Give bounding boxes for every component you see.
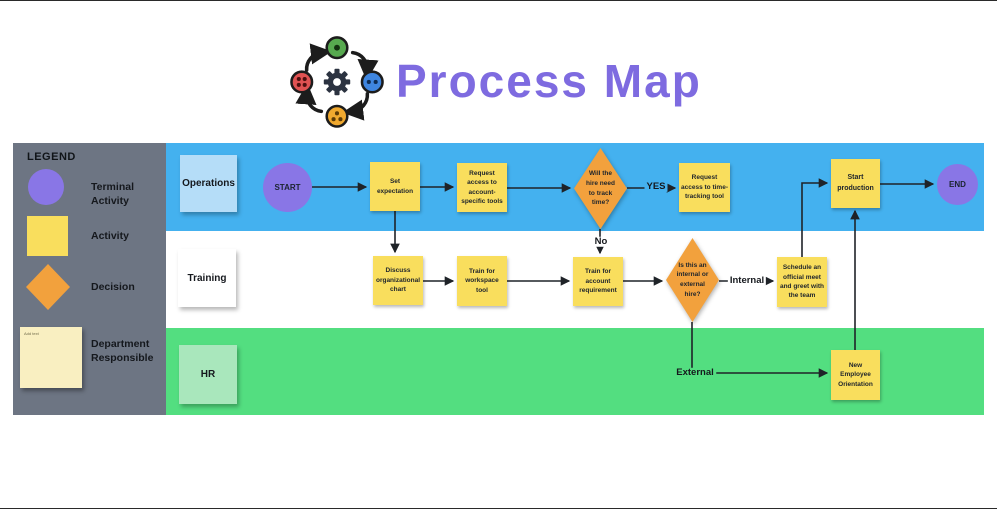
- set-expectation-node[interactable]: Set expectation: [370, 162, 420, 211]
- lane-note-hr[interactable]: HR: [179, 345, 237, 404]
- edge-label-internal: Internal: [727, 274, 767, 287]
- request-account-access-label: Request access to account-specific tools: [461, 169, 503, 205]
- legend-panel: LEGEND Terminal Activity Activity Decisi…: [13, 143, 166, 415]
- hire-type-decision-label: Is this an internal or external hire?: [676, 261, 709, 298]
- edge-label-yes: YES: [644, 180, 668, 193]
- train-account-node[interactable]: Train for account requirement: [573, 257, 623, 306]
- legend-label-terminal: Terminal Activity: [91, 181, 134, 207]
- request-account-access-node[interactable]: Request access to account-specific tools: [457, 163, 507, 212]
- start-node-label: START: [274, 183, 301, 192]
- terminal-activity-swatch: [28, 169, 64, 205]
- discuss-org-chart-label: Discuss organizational chart: [375, 267, 421, 294]
- end-node-label: END: [949, 180, 966, 189]
- start-production-node[interactable]: Start production: [831, 159, 880, 208]
- lane-note-training-label: Training: [187, 272, 227, 284]
- legend-label-department: Department Responsible: [91, 338, 154, 364]
- lane-note-hr-label: HR: [200, 369, 216, 380]
- discuss-org-chart-node[interactable]: Discuss organizational chart: [373, 256, 423, 305]
- set-expectation-label: Set expectation: [376, 178, 414, 195]
- note-placeholder-text: Add text: [24, 331, 39, 336]
- train-workspace-node[interactable]: Train for workspace tool: [457, 256, 507, 306]
- legend-label-activity: Activity: [91, 230, 129, 242]
- department-note-swatch: Add text: [20, 327, 82, 388]
- new-employee-orientation-node[interactable]: New Employee Orientation: [831, 350, 880, 400]
- request-time-tracking-node[interactable]: Request access to time-tracking tool: [679, 163, 730, 212]
- decision-swatch: [26, 264, 70, 310]
- start-node[interactable]: START: [263, 163, 312, 212]
- legend-label-decision: Decision: [91, 281, 135, 293]
- schedule-meet-node[interactable]: Schedule an official meet and greet with…: [777, 257, 827, 307]
- process-cycle-icon: [290, 36, 384, 128]
- header: Process Map: [288, 33, 702, 129]
- schedule-meet-label: Schedule an official meet and greet with…: [779, 264, 825, 300]
- lane-note-training[interactable]: Training: [178, 249, 236, 307]
- legend-heading: LEGEND: [27, 151, 76, 163]
- edge-label-no: No: [592, 235, 610, 248]
- top-border-line: [0, 0, 997, 1]
- new-employee-orientation-label: New Employee Orientation: [838, 361, 873, 388]
- track-time-decision-label: Will the hire need to track time?: [586, 170, 615, 207]
- train-workspace-label: Train for workspace tool: [465, 267, 499, 294]
- activity-swatch: [27, 216, 68, 256]
- page-title: Process Map: [396, 55, 702, 107]
- start-production-label: Start production: [837, 174, 874, 192]
- end-node[interactable]: END: [937, 164, 978, 205]
- edge-label-external: External: [674, 366, 716, 379]
- lane-note-operations[interactable]: Operations: [180, 155, 237, 212]
- train-account-label: Train for account requirement: [579, 268, 617, 295]
- lane-note-operations-label: Operations: [182, 178, 235, 189]
- request-time-tracking-label: Request access to time-tracking tool: [681, 174, 728, 201]
- track-time-decision-node[interactable]: Will the hire need to track time?: [574, 148, 627, 229]
- hire-type-decision-node[interactable]: Is this an internal or external hire?: [666, 238, 719, 322]
